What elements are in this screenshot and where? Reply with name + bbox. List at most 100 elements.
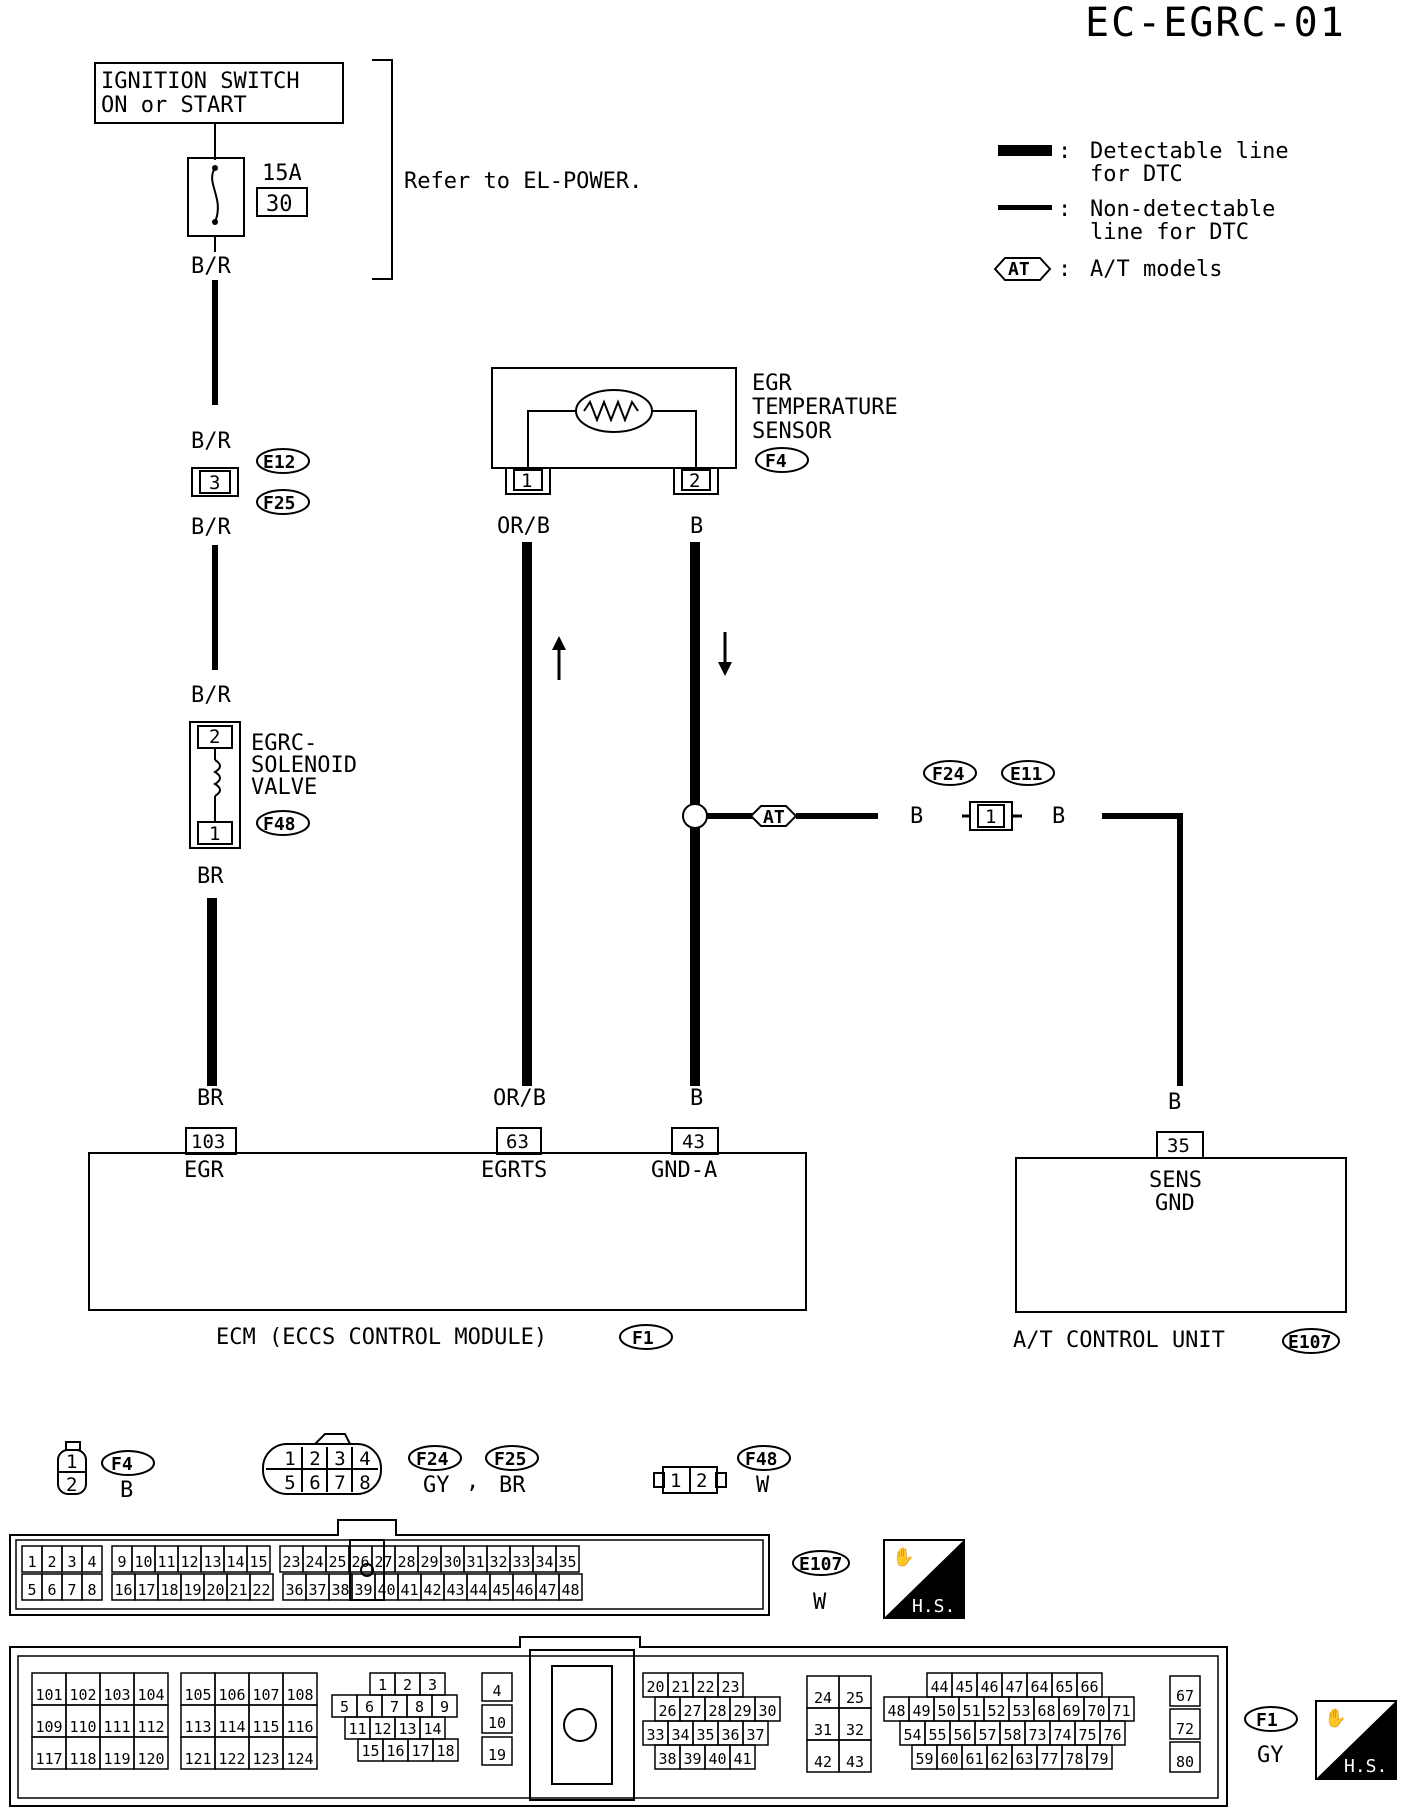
- pin-number: 60: [940, 1750, 958, 1768]
- pin-number: 38: [331, 1581, 349, 1599]
- svg-text:103: 103: [191, 1131, 225, 1153]
- pin-number: 8: [415, 1698, 424, 1716]
- pin-number: 28: [397, 1553, 415, 1571]
- conn-f1: F1: [632, 1328, 654, 1349]
- pin-number: 58: [1003, 1726, 1021, 1744]
- pin-number: 25: [846, 1689, 864, 1707]
- svg-text:GY: GY: [1257, 1743, 1284, 1768]
- wire-b-tcu-line: [1102, 813, 1183, 1086]
- svg-text:✋: ✋: [1324, 1707, 1346, 1729]
- pin-number: 1: [27, 1553, 36, 1571]
- wire-br-top: B/R: [191, 254, 231, 279]
- svg-text:63: 63: [506, 1131, 529, 1153]
- f1-pin: [481, 1672, 513, 1702]
- svg-text:H.S.: H.S.: [1344, 1756, 1387, 1777]
- conn-f4: F4: [765, 451, 787, 472]
- pin-number: 118: [69, 1750, 96, 1768]
- pin-number: 70: [1087, 1702, 1105, 1720]
- conn-f25: F25: [263, 493, 296, 514]
- pin-number: 121: [184, 1750, 211, 1768]
- pin-number: 112: [137, 1718, 164, 1736]
- svg-text:F48: F48: [745, 1449, 778, 1470]
- pin-number: 23: [282, 1553, 300, 1571]
- wire-b-left: B: [910, 804, 923, 829]
- pin-number: 1: [284, 1448, 295, 1470]
- pin-number: 22: [696, 1678, 714, 1696]
- splice-point: [682, 803, 708, 829]
- pin-number: 15: [361, 1742, 379, 1760]
- f1-pin: [481, 1736, 513, 1766]
- svg-text:H.S.: H.S.: [912, 1596, 955, 1617]
- wire-br-ecm: BR: [197, 1086, 224, 1111]
- svg-text:E107: E107: [799, 1554, 842, 1575]
- svg-text:3: 3: [209, 472, 220, 494]
- egr-temperature-sensor: [491, 367, 737, 469]
- pin-number: 2: [309, 1448, 320, 1470]
- pin-number: 13: [398, 1720, 416, 1738]
- wire-br-line-1: [212, 280, 218, 405]
- wire-br-mid1: B/R: [191, 429, 231, 454]
- pin-number: 37: [308, 1581, 326, 1599]
- pin-number: 109: [35, 1718, 62, 1736]
- svg-text:B: B: [120, 1478, 133, 1503]
- pin-number: 108: [286, 1686, 313, 1704]
- pin-number: 6: [365, 1698, 374, 1716]
- pin-number: 1: [378, 1676, 387, 1694]
- legend-nondet-2: line for DTC: [1090, 220, 1249, 245]
- svg-text::: :: [1058, 139, 1071, 164]
- pin-number: 14: [423, 1720, 441, 1738]
- ecm-pin-gnda: GND-A: [651, 1158, 717, 1183]
- pin-number: 7: [334, 1472, 345, 1494]
- pin-number: 12: [180, 1553, 198, 1571]
- svg-text:F25: F25: [494, 1449, 527, 1470]
- pin-number: 3: [67, 1553, 76, 1571]
- pin-number: 50: [937, 1702, 955, 1720]
- pin-number: 10: [488, 1714, 506, 1732]
- fuse-element: [211, 167, 219, 223]
- pin-number: 119: [103, 1750, 130, 1768]
- svg-text:F24: F24: [416, 1449, 449, 1470]
- pin-number: 20: [206, 1581, 224, 1599]
- legend-thin-line: [998, 205, 1052, 210]
- pin-number: 75: [1078, 1726, 1096, 1744]
- ignition-switch-box: [94, 62, 344, 124]
- svg-text:GY: GY: [423, 1473, 450, 1498]
- connector-view-f4: 1 2 F4 B: [57, 1441, 155, 1503]
- solenoid-l2: SOLENOID: [251, 753, 357, 778]
- pin-number: 5: [340, 1698, 349, 1716]
- conn-f48: F48: [263, 814, 296, 835]
- pin-number: 2: [47, 1553, 56, 1571]
- pin-number: 105: [184, 1686, 211, 1704]
- wire-br-line-2: [212, 545, 218, 670]
- egrc-solenoid-valve: [189, 721, 241, 849]
- e107-pin: [558, 1573, 583, 1601]
- svg-text:F1: F1: [1256, 1710, 1278, 1731]
- pin-number: 32: [846, 1721, 864, 1739]
- svg-text::: :: [1058, 257, 1071, 282]
- pin-number: 56: [953, 1726, 971, 1744]
- pin-number: 31: [814, 1721, 832, 1739]
- pin-number: 24: [305, 1553, 323, 1571]
- svg-text:2: 2: [696, 1470, 707, 1492]
- pin-number: 4: [492, 1682, 501, 1700]
- tcu-name-1: SENS: [1149, 1168, 1202, 1193]
- e107-pin: [249, 1573, 274, 1601]
- wire-br-line-3: [207, 898, 217, 1086]
- pin-number: 54: [903, 1726, 921, 1744]
- pin-number: 19: [488, 1746, 506, 1764]
- f1-pin: [1086, 1744, 1113, 1770]
- pin-number: 68: [1037, 1702, 1055, 1720]
- pin-number: 5: [284, 1472, 295, 1494]
- pin-number: 116: [286, 1718, 313, 1736]
- pin-number: 72: [1176, 1720, 1194, 1738]
- wire-b-tcu: B: [1168, 1090, 1181, 1115]
- pin-number: 25: [328, 1553, 346, 1571]
- pin-number: 3: [428, 1676, 437, 1694]
- svg-text:1: 1: [66, 1451, 77, 1473]
- pin-number: 20: [646, 1678, 664, 1696]
- pin-number: 36: [285, 1581, 303, 1599]
- pin-number: 27: [374, 1553, 392, 1571]
- pin-number: 15: [249, 1553, 267, 1571]
- pin-number: 66: [1080, 1678, 1098, 1696]
- pin-number: 5: [27, 1581, 36, 1599]
